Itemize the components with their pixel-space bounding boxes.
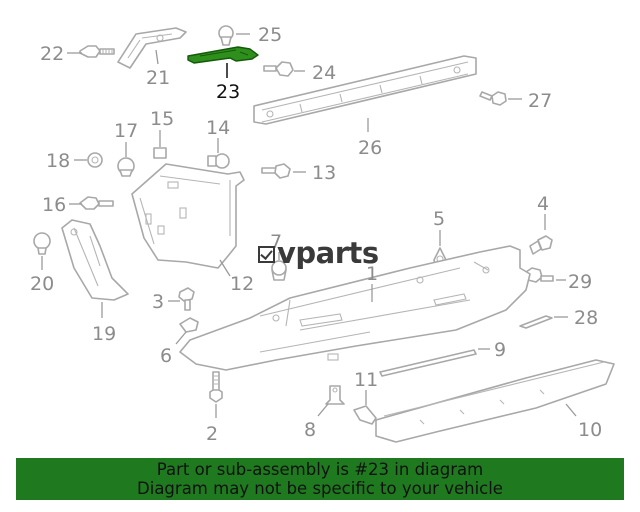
callout-24: 24 bbox=[312, 62, 336, 84]
part-2-bolt bbox=[209, 371, 223, 403]
part-21-bracket bbox=[117, 27, 187, 69]
info-banner: Part or sub-assembly is #23 in diagram D… bbox=[16, 458, 624, 500]
callout-3: 3 bbox=[152, 291, 164, 313]
part-12-side-panel bbox=[131, 163, 245, 269]
callout-16: 16 bbox=[42, 194, 66, 216]
callout-26: 26 bbox=[358, 137, 382, 159]
callout-14: 14 bbox=[206, 117, 230, 139]
callout-11: 11 bbox=[354, 369, 378, 391]
parts-diagram: 22 21 25 23 24 26 27 bbox=[30, 24, 615, 445]
part-4-bolt bbox=[529, 235, 553, 255]
callout-2: 2 bbox=[206, 423, 218, 445]
part-26-reinforcement-beam bbox=[253, 55, 477, 125]
callout-6: 6 bbox=[160, 345, 172, 367]
callout-5: 5 bbox=[433, 208, 445, 230]
callout-4: 4 bbox=[537, 193, 549, 215]
part-15-square-clip bbox=[153, 147, 167, 159]
callout-21: 21 bbox=[146, 67, 170, 89]
part-11-bracket-clip bbox=[353, 405, 377, 425]
callout-27: 27 bbox=[528, 90, 552, 112]
callout-18: 18 bbox=[46, 150, 70, 172]
callout-20: 20 bbox=[30, 273, 54, 295]
part-20-grommet bbox=[33, 232, 51, 255]
part-13-screw bbox=[261, 163, 291, 179]
banner-line-1: Part or sub-assembly is #23 in diagram bbox=[156, 460, 484, 479]
part-19-absorber bbox=[61, 219, 129, 301]
callout-17: 17 bbox=[114, 120, 138, 142]
part-6-clip bbox=[179, 317, 199, 333]
part-17-clip bbox=[117, 157, 135, 177]
part-7-plug bbox=[271, 260, 287, 281]
callout-10: 10 bbox=[578, 419, 602, 441]
part-18-nut bbox=[87, 152, 103, 168]
callout-22: 22 bbox=[40, 43, 64, 65]
part-14-clip bbox=[207, 153, 230, 169]
callout-23: 23 bbox=[216, 81, 240, 103]
part-8-retainer bbox=[325, 385, 345, 405]
callout-15: 15 bbox=[150, 108, 174, 130]
vparts-logo: vparts bbox=[258, 236, 379, 270]
callout-1: 1 bbox=[366, 263, 378, 285]
part-27-bolt bbox=[479, 91, 507, 106]
callout-19: 19 bbox=[92, 323, 116, 345]
part-25-clip bbox=[218, 25, 234, 46]
callout-29: 29 bbox=[568, 271, 592, 293]
checkmark-box-icon bbox=[258, 246, 275, 263]
logo-wordmark: vparts bbox=[277, 236, 379, 270]
part-9-molding bbox=[379, 349, 477, 377]
callout-25: 25 bbox=[258, 24, 282, 46]
part-22-bolt bbox=[79, 45, 115, 58]
part-3-bolt bbox=[178, 287, 195, 311]
part-23-retainer-highlighted bbox=[187, 46, 259, 64]
callout-9: 9 bbox=[494, 339, 506, 361]
part-10-lower-spoiler bbox=[375, 359, 615, 443]
part-16-bolt bbox=[79, 196, 114, 210]
part-1-bumper-cover bbox=[179, 245, 531, 371]
part-24-bolt bbox=[263, 61, 294, 77]
banner-line-2: Diagram may not be specific to your vehi… bbox=[137, 479, 503, 498]
callout-28: 28 bbox=[574, 307, 598, 329]
callout-12: 12 bbox=[230, 273, 254, 295]
callout-8: 8 bbox=[304, 419, 316, 441]
callout-13: 13 bbox=[312, 162, 336, 184]
part-28-reflector bbox=[519, 315, 553, 329]
